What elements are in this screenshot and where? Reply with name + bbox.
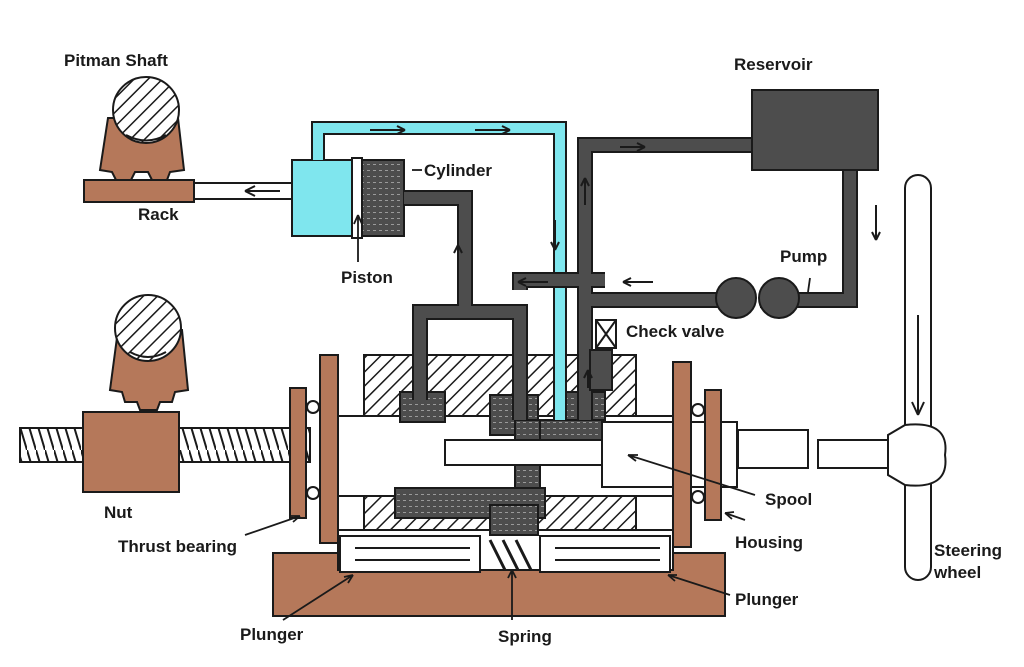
housing-plates xyxy=(672,361,722,548)
label-steering-wheel-1: Steering xyxy=(934,541,1002,560)
label-check-valve: Check valve xyxy=(626,322,724,341)
label-spring: Spring xyxy=(498,627,552,646)
plunger-left xyxy=(339,535,481,573)
pump xyxy=(715,277,800,319)
rod-arrow xyxy=(244,185,280,197)
piston xyxy=(351,157,363,239)
label-cylinder: Cylinder xyxy=(424,161,492,180)
label-pump: Pump xyxy=(780,247,827,266)
thrust-bearing xyxy=(289,354,339,544)
label-rack: Rack xyxy=(138,205,179,224)
label-thrust-bearing: Thrust bearing xyxy=(118,537,237,556)
plunger-right xyxy=(539,535,671,573)
steering-shaft-end xyxy=(817,439,889,469)
label-piston: Piston xyxy=(341,268,393,287)
rack xyxy=(83,179,195,203)
label-steering-wheel-2: wheel xyxy=(933,563,981,582)
leader-lines xyxy=(244,169,811,621)
spool xyxy=(444,439,606,466)
steering-wheel xyxy=(887,174,947,581)
label-housing: Housing xyxy=(735,533,803,552)
cylinder xyxy=(291,157,405,239)
flow-arrows xyxy=(370,125,881,388)
sector-gear-upper xyxy=(98,76,186,181)
nut xyxy=(82,411,180,493)
label-spool: Spool xyxy=(765,490,812,509)
label-nut: Nut xyxy=(104,503,133,522)
sector-gear-lower xyxy=(108,294,190,411)
check-valve xyxy=(589,319,617,391)
label-pitman-shaft: Pitman Shaft xyxy=(64,51,168,70)
spring xyxy=(488,539,533,571)
reservoir xyxy=(751,89,879,171)
label-reservoir: Reservoir xyxy=(734,55,813,74)
steering-shaft xyxy=(737,429,809,469)
label-plunger-left: Plunger xyxy=(240,625,304,644)
label-plunger-right: Plunger xyxy=(735,590,799,609)
